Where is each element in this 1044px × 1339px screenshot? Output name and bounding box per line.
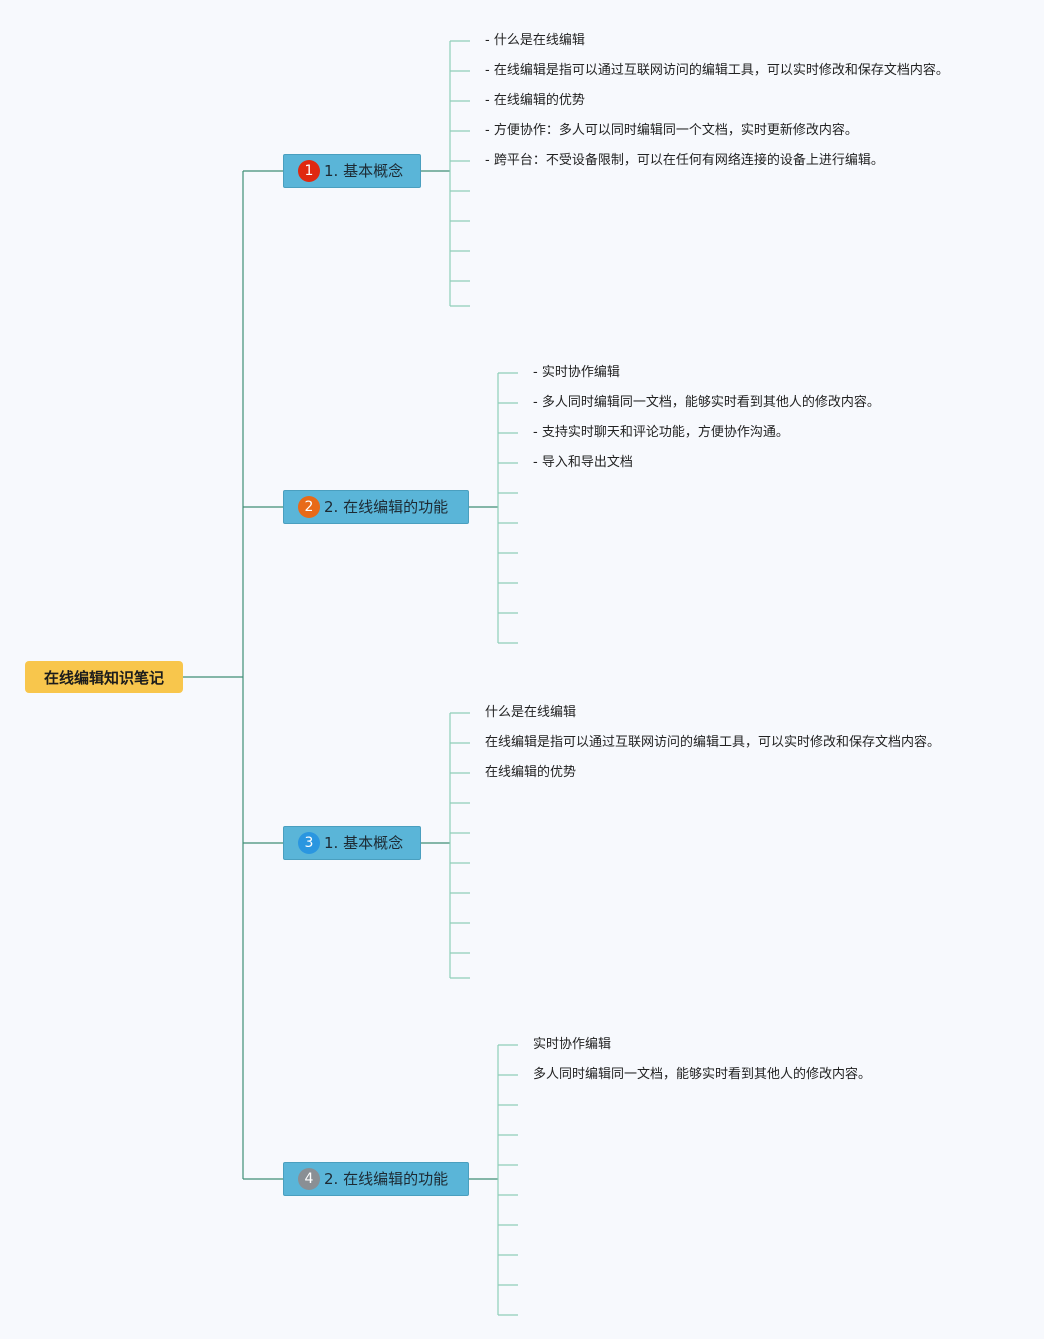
leaf-item[interactable]: 多人同时编辑同一文档，能够实时看到其他人的修改内容。	[533, 1067, 872, 1082]
leaf-item[interactable]: - 什么是在线编辑	[485, 33, 585, 48]
leaf-item[interactable]: - 在线编辑的优势	[485, 93, 585, 108]
root-topic[interactable]: 在线编辑知识笔记	[25, 661, 183, 693]
leaf-item[interactable]: - 方便协作：多人可以同时编辑同一个文档，实时更新修改内容。	[485, 123, 858, 138]
leaf-item[interactable]: - 导入和导出文档	[533, 455, 633, 470]
branch-label: 1. 基本概念	[324, 161, 404, 180]
number-badge-icon: 2	[298, 496, 320, 518]
leaf-item[interactable]: - 多人同时编辑同一文档，能够实时看到其他人的修改内容。	[533, 395, 880, 410]
number-badge-icon: 4	[298, 1168, 320, 1190]
leaf-item[interactable]: 在线编辑是指可以通过互联网访问的编辑工具，可以实时修改和保存文档内容。	[485, 735, 941, 750]
branch-label: 1. 基本概念	[324, 833, 404, 852]
leaf-item[interactable]: - 实时协作编辑	[533, 365, 620, 380]
leaf-item[interactable]: - 支持实时聊天和评论功能，方便协作沟通。	[533, 425, 789, 440]
branch-label: 2. 在线编辑的功能	[324, 497, 449, 516]
leaf-item[interactable]: 实时协作编辑	[533, 1037, 612, 1052]
leaf-item[interactable]: 什么是在线编辑	[485, 705, 577, 720]
leaf-item[interactable]: - 跨平台：不受设备限制，可以在任何有网络连接的设备上进行编辑。	[485, 153, 884, 168]
number-badge-icon: 1	[298, 160, 320, 182]
branch-label: 2. 在线编辑的功能	[324, 1169, 449, 1188]
leaf-item[interactable]: - 在线编辑是指可以通过互联网访问的编辑工具，可以实时修改和保存文档内容。	[485, 63, 949, 78]
leaf-item[interactable]: 在线编辑的优势	[485, 765, 577, 780]
number-badge-icon: 3	[298, 832, 320, 854]
